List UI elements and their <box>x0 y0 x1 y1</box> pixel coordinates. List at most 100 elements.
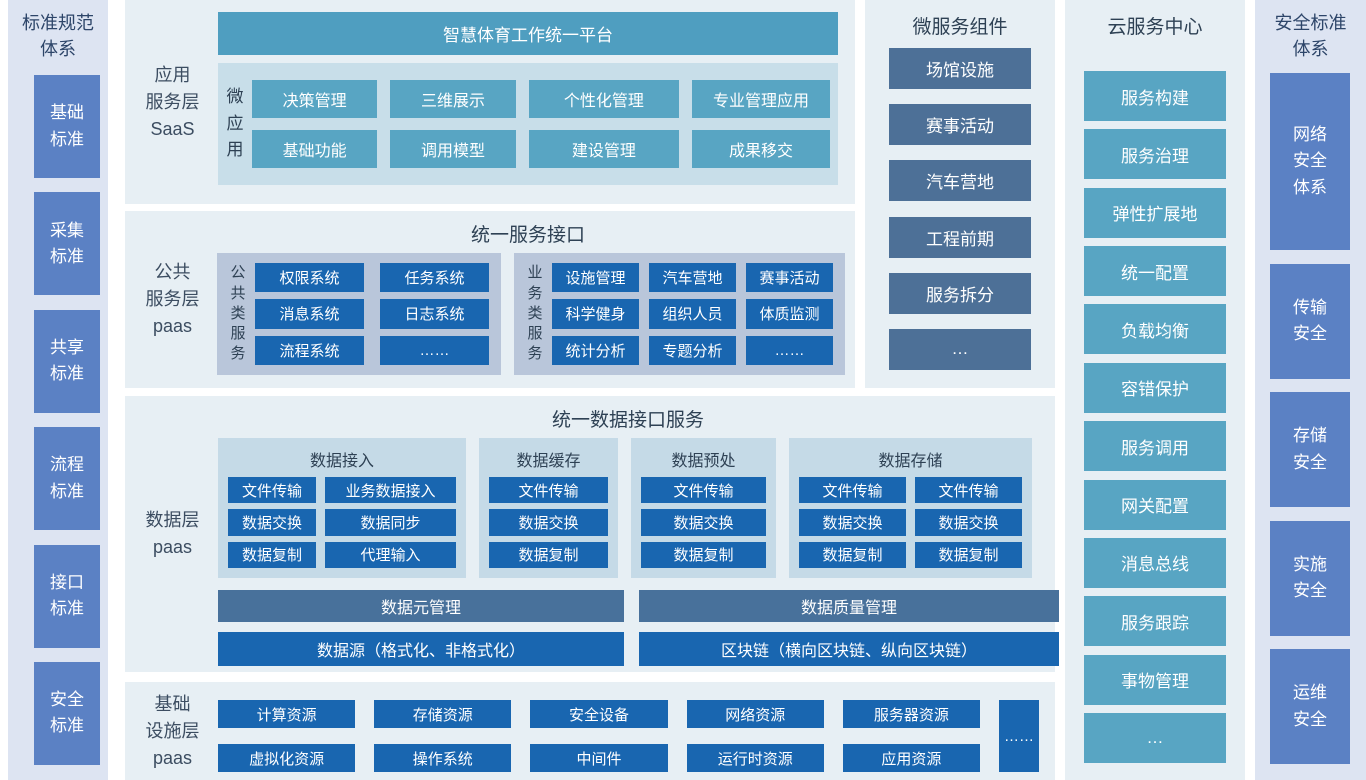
service-log-system: 日志系统 <box>380 299 489 329</box>
micro-app-results-transfer: 成果移交 <box>692 130 830 168</box>
unified-service-interface-title: 统一服务接口 <box>470 225 585 246</box>
common-services-label: 公共类服务 <box>230 264 246 363</box>
cloud-fault-tolerance: 容错保护 <box>1084 362 1226 413</box>
cloud-more: … <box>1084 712 1226 763</box>
security-standards-column: 安全标准 体系 网络 安全 体系 传输 安全 存储 安全 实施 安全 运维 安全 <box>1255 0 1366 780</box>
service-fitness-monitoring: 体质监测 <box>746 299 833 329</box>
data-storage-title: 数据存储 <box>878 453 943 470</box>
service-event-activity: 赛事活动 <box>746 263 833 293</box>
common-services-grid: 权限系统 任务系统 消息系统 日志系统 流程系统 …… <box>251 261 493 367</box>
app-service-layer-label: 应用 服务层 SaaS <box>145 64 200 139</box>
service-permission-system: 权限系统 <box>255 263 364 293</box>
service-org-personnel: 组织人员 <box>649 299 736 329</box>
storage-data-exchange-2: 数据交换 <box>915 509 1022 536</box>
micro-app-grid: 决策管理 三维展示 个性化管理 专业管理应用 基础功能 调用模型 建设管理 成果… <box>252 63 838 185</box>
preprocess-data-exchange: 数据交换 <box>641 509 766 536</box>
infra-runtime-resources: 运行时资源 <box>686 744 824 772</box>
storage-data-replication-2: 数据复制 <box>915 541 1022 568</box>
data-groups: 数据接入 文件传输 业务数据接入 数据交换 数据同步 数据复制 代理输入 数据缓… <box>218 438 1032 578</box>
storage-data-exchange-1: 数据交换 <box>799 509 906 536</box>
security-storage: 存储 安全 <box>1270 392 1350 507</box>
security-standards-list: 网络 安全 体系 传输 安全 存储 安全 实施 安全 运维 安全 <box>1270 73 1350 764</box>
security-operations: 运维 安全 <box>1270 649 1350 764</box>
infra-security-devices: 安全设备 <box>530 700 668 728</box>
micro-app-construction-mgmt: 建设管理 <box>528 130 680 168</box>
access-data-replication: 数据复制 <box>228 541 316 568</box>
business-services-group: 业务类服务 设施管理 汽车营地 赛事活动 科学健身 组织人员 体质监测 统计分析… <box>514 253 845 375</box>
storage-file-transfer-1: 文件传输 <box>799 477 906 504</box>
cloud-elastic-expansion: 弹性扩展地 <box>1084 187 1226 238</box>
data-layer-label: 数据层 paas <box>145 510 200 557</box>
access-file-transfer: 文件传输 <box>228 477 316 504</box>
data-preprocess-group: 数据预处 文件传输 数据交换 数据复制 <box>631 438 776 578</box>
business-services-grid: 设施管理 汽车营地 赛事活动 科学健身 组织人员 体质监测 统计分析 专题分析 … <box>548 261 837 367</box>
data-preprocess-title: 数据预处 <box>671 453 736 470</box>
cache-data-replication: 数据复制 <box>489 541 608 568</box>
ms-venue-facilities: 场馆设施 <box>889 48 1031 89</box>
service-facility-mgmt: 设施管理 <box>552 263 639 293</box>
ms-event-activities: 赛事活动 <box>889 104 1031 146</box>
service-statistical-analysis: 统计分析 <box>552 335 639 365</box>
ms-more: … <box>889 328 1031 370</box>
microservice-list: 场馆设施 赛事活动 汽车营地 工程前期 服务拆分 … <box>889 48 1031 370</box>
standards-spec-list: 基础 标准 采集 标准 共享 标准 流程 标准 接口 标准 安全 标准 <box>34 75 100 765</box>
storage-data-replication-1: 数据复制 <box>799 541 906 568</box>
cache-data-exchange: 数据交换 <box>489 509 608 536</box>
service-workflow-system: 流程系统 <box>255 335 364 365</box>
infrastructure-layer-label: 基础 设施层 paas <box>145 693 200 768</box>
micro-app-3d-display: 三维展示 <box>390 80 516 118</box>
cloud-service-governance: 服务治理 <box>1084 129 1226 180</box>
data-cache-group: 数据缓存 文件传输 数据交换 数据复制 <box>479 438 618 578</box>
infra-storage-resources: 存储资源 <box>374 700 512 728</box>
data-storage-group: 数据存储 文件传输 文件传输 数据交换 数据交换 数据复制 数据复制 <box>789 438 1032 578</box>
security-transmission: 传输 安全 <box>1270 263 1350 379</box>
preprocess-data-replication: 数据复制 <box>641 541 766 568</box>
unified-data-interface-title: 统一数据接口服务 <box>551 410 704 431</box>
cloud-load-balancing: 负载均衡 <box>1084 304 1226 355</box>
standards-spec-title: 标准规范 体系 <box>22 13 94 60</box>
infra-operating-system: 操作系统 <box>374 744 512 772</box>
micro-app-decision-mgmt: 决策管理 <box>252 80 378 118</box>
cloud-service-list: 服务构建 服务治理 弹性扩展地 统一配置 负载均衡 容错保护 服务调用 网关配置… <box>1084 71 1226 763</box>
cloud-gateway-config: 网关配置 <box>1084 479 1226 530</box>
cloud-service-invocation: 服务调用 <box>1084 421 1226 472</box>
standard-item-interface: 接口 标准 <box>34 544 100 648</box>
data-cache-grid: 文件传输 数据交换 数据复制 <box>489 477 608 568</box>
cloud-unified-config: 统一配置 <box>1084 246 1226 297</box>
service-auto-camp: 汽车营地 <box>649 263 736 293</box>
infra-application-resources: 应用资源 <box>842 744 980 772</box>
micro-app-label: 微应用 <box>226 87 244 160</box>
ms-auto-camp: 汽车营地 <box>889 160 1031 202</box>
storage-file-transfer-2: 文件传输 <box>915 477 1022 504</box>
preprocess-file-transfer: 文件传输 <box>641 477 766 504</box>
micro-app-professional-mgmt: 专业管理应用 <box>692 80 830 118</box>
access-business-data-in: 业务数据接入 <box>325 477 456 504</box>
data-layer-panel: 数据层 paas 统一数据接口服务 数据接入 文件传输 业务数据接入 数据交换 … <box>125 396 1059 672</box>
service-more-business: …… <box>746 335 833 365</box>
access-data-exchange: 数据交换 <box>228 509 316 536</box>
micro-app-personalized-mgmt: 个性化管理 <box>528 80 680 118</box>
infrastructure-layer-panel: 基础 设施层 paas 计算资源 存储资源 安全设备 网络资源 服务器资源 ……… <box>125 682 1055 780</box>
security-implementation: 实施 安全 <box>1270 520 1350 636</box>
cloud-service-center-title: 云服务中心 <box>1107 17 1203 38</box>
public-service-layer-label: 公共 服务层 paas <box>145 262 200 336</box>
standard-item-security: 安全 标准 <box>34 661 100 765</box>
ms-service-splitting: 服务拆分 <box>889 272 1031 314</box>
cloud-service-center-panel: 云服务中心 服务构建 服务治理 弹性扩展地 统一配置 负载均衡 容错保护 服务调… <box>1065 0 1245 780</box>
platform-title-bar: 智慧体育工作统一平台 <box>218 12 838 55</box>
public-service-layer-panel: 公共 服务层 paas 统一服务接口 公共类服务 权限系统 任务系统 消息系统 … <box>125 211 855 388</box>
micro-app-call-model: 调用模型 <box>390 130 516 168</box>
data-access-title: 数据接入 <box>309 453 374 470</box>
standards-spec-column: 标准规范 体系 基础 标准 采集 标准 共享 标准 流程 标准 接口 标准 安全… <box>8 0 108 780</box>
data-preprocess-grid: 文件传输 数据交换 数据复制 <box>641 477 766 568</box>
blockchain-bar: 区块链（横向区块链、纵向区块链） <box>639 632 1059 666</box>
security-network-system: 网络 安全 体系 <box>1270 73 1350 250</box>
service-scientific-fitness: 科学健身 <box>552 299 639 329</box>
cloud-message-bus: 消息总线 <box>1084 537 1226 588</box>
metadata-mgmt-bar: 数据元管理 <box>218 590 624 622</box>
infra-middleware: 中间件 <box>530 744 668 772</box>
data-access-group: 数据接入 文件传输 业务数据接入 数据交换 数据同步 数据复制 代理输入 <box>218 438 466 578</box>
business-services-label: 业务类服务 <box>527 264 543 363</box>
security-standards-title: 安全标准 体系 <box>1274 13 1347 60</box>
